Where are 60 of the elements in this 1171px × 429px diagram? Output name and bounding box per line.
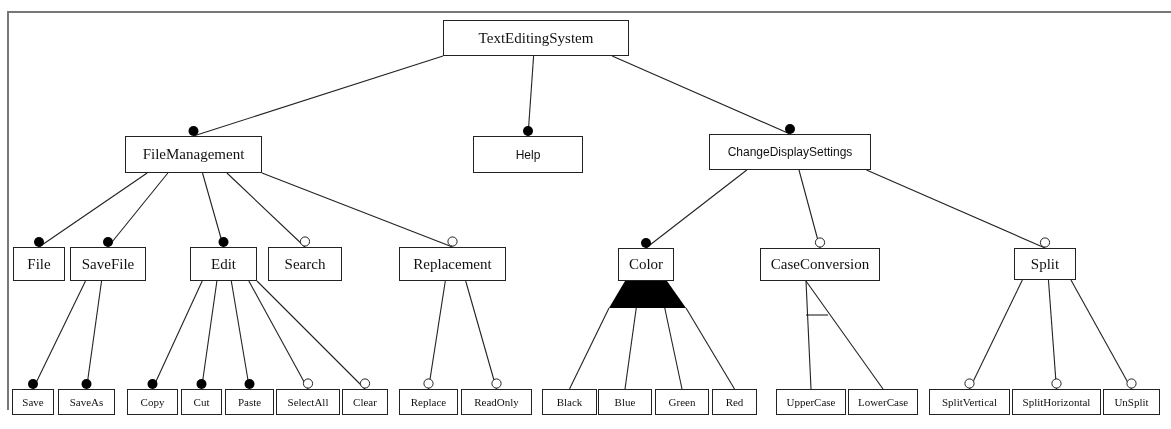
connector-line xyxy=(28,280,87,390)
feature-box: LowerCase xyxy=(848,389,918,415)
feature-box: Split xyxy=(1014,248,1076,280)
feature-box: ReadOnly xyxy=(461,389,532,415)
connector-line xyxy=(34,172,148,248)
feature-box: Replace xyxy=(399,389,458,415)
feature-box: Clear xyxy=(342,389,388,415)
connector-line xyxy=(624,307,637,390)
connector-line xyxy=(568,307,610,390)
or-group-marker xyxy=(609,281,686,308)
feature-box: Cut xyxy=(181,389,222,415)
feature-box: UpperCase xyxy=(776,389,846,415)
connector-line xyxy=(685,307,736,390)
connector-line xyxy=(865,169,1051,249)
feature-box: Color xyxy=(618,248,674,281)
feature-box: SelectAll xyxy=(276,389,340,415)
feature-box: Replacement xyxy=(399,247,506,281)
feature-box: Save xyxy=(12,389,54,415)
feature-box: SplitHorizontal xyxy=(1012,389,1101,415)
feature-box: SaveAs xyxy=(58,389,115,415)
feature-box: TextEditingSystem xyxy=(443,20,629,56)
feature-box: Edit xyxy=(190,247,257,281)
feature-box: CaseConversion xyxy=(760,248,880,281)
connector-line xyxy=(523,55,535,137)
connector-line xyxy=(641,169,748,249)
connector-line xyxy=(81,280,103,390)
connector-line xyxy=(188,55,444,137)
feature-box: Black xyxy=(542,389,597,415)
connector-line xyxy=(103,172,169,248)
feature-box: Search xyxy=(268,247,342,281)
connector-line xyxy=(196,280,218,390)
feature-box: FileManagement xyxy=(125,136,262,173)
connector-line xyxy=(248,280,314,390)
feature-box: Paste xyxy=(225,389,274,415)
connector-line xyxy=(611,55,795,135)
connector-line xyxy=(423,280,446,390)
connector-line xyxy=(805,280,884,390)
connector-line xyxy=(664,307,683,390)
connector-line xyxy=(230,280,255,390)
connector-line xyxy=(1070,279,1137,390)
feature-box: UnSplit xyxy=(1103,389,1160,415)
feature-box: SaveFile xyxy=(70,247,146,281)
connector-line xyxy=(964,279,1023,390)
connector-line xyxy=(201,172,229,248)
connector-line xyxy=(261,172,458,248)
feature-box: Red xyxy=(712,389,757,415)
connector-line xyxy=(256,280,371,390)
feature-box: File xyxy=(13,247,65,281)
connector-line xyxy=(805,280,812,390)
connector-line xyxy=(798,169,826,249)
feature-box: Green xyxy=(655,389,709,415)
connector-line xyxy=(226,172,311,248)
feature-box: Blue xyxy=(598,389,652,415)
feature-box: SplitVertical xyxy=(929,389,1010,415)
feature-box: ChangeDisplaySettings xyxy=(709,134,871,170)
feature-box: Copy xyxy=(127,389,178,415)
connector-line xyxy=(1047,279,1062,390)
feature-box: Help xyxy=(473,136,583,173)
connector-line xyxy=(465,280,502,390)
connector-line xyxy=(147,280,203,390)
